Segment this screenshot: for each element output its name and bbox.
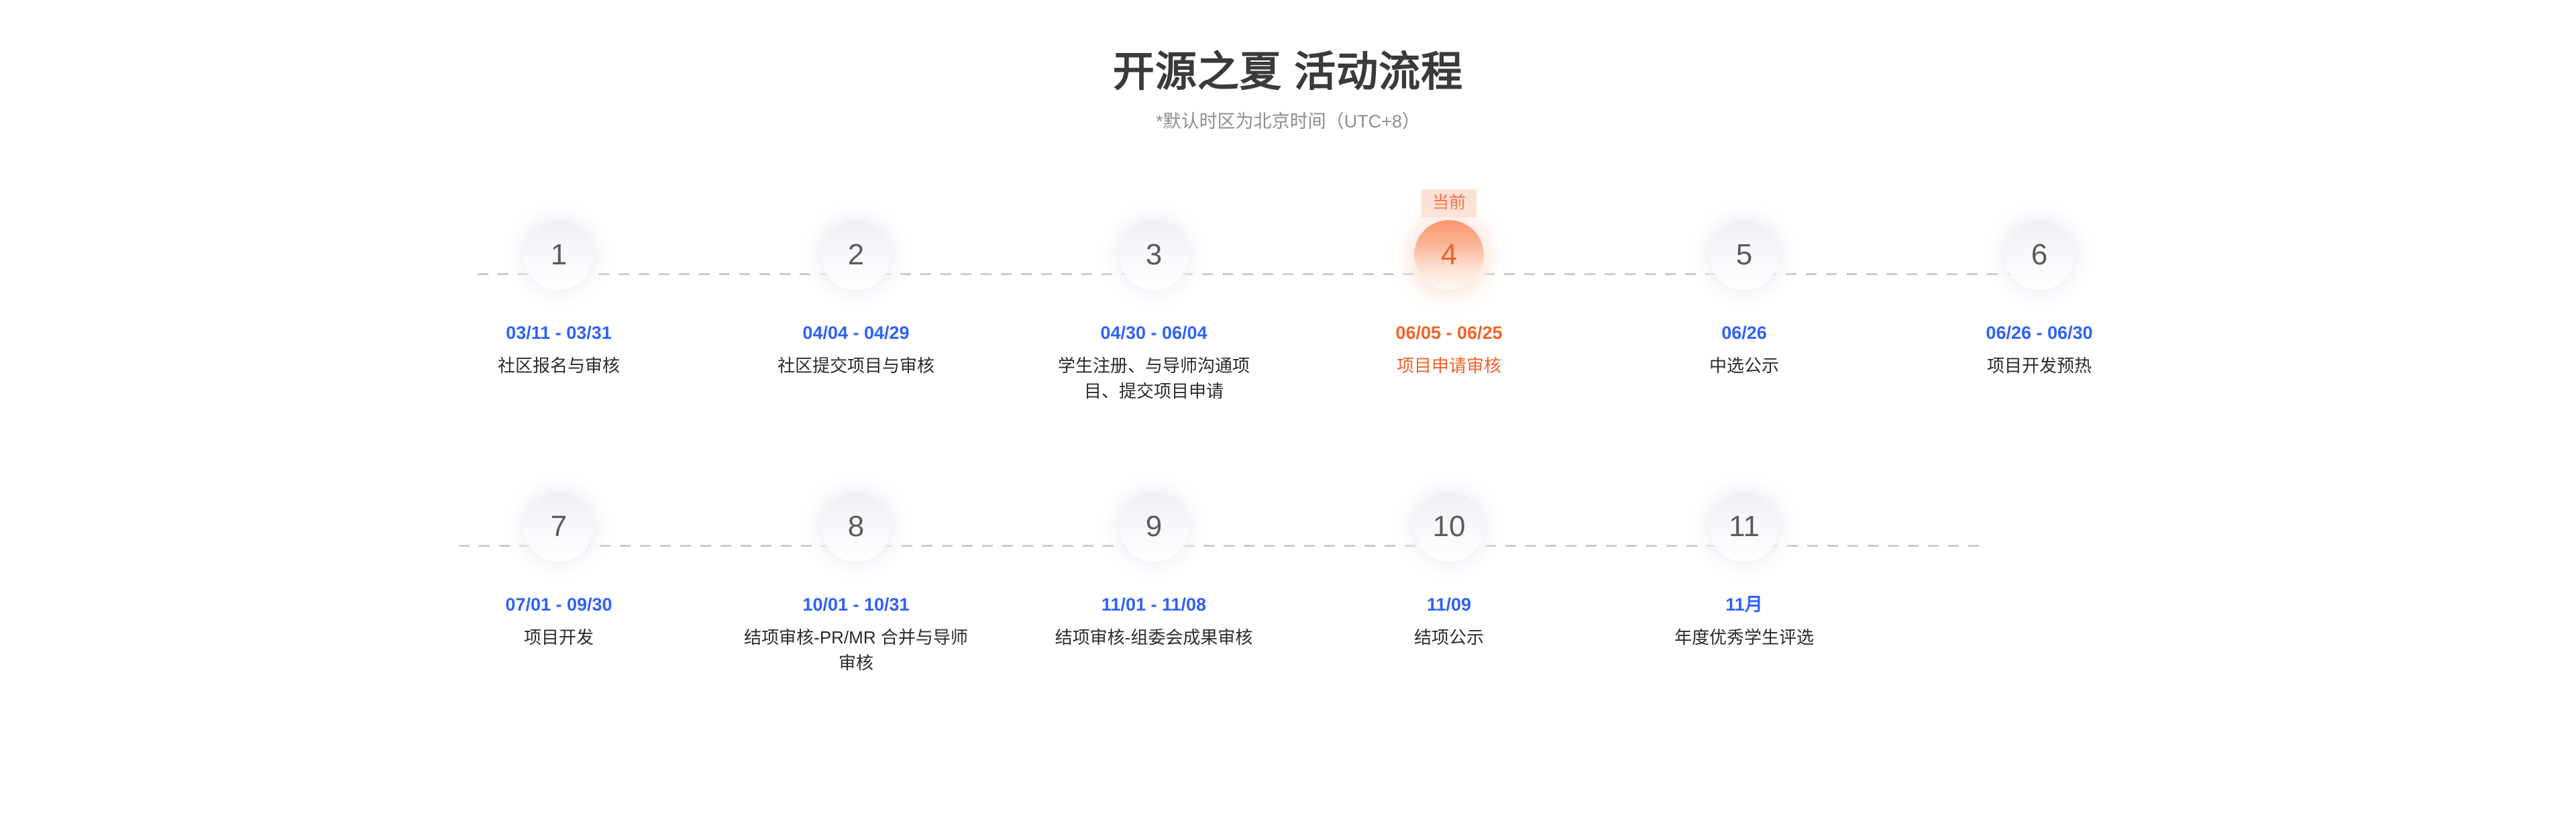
step-number-circle[interactable]: 8	[821, 492, 891, 562]
page-title: 开源之夏 活动流程	[1112, 49, 1464, 95]
current-badge-slot: 当前	[1308, 189, 1590, 217]
current-badge-slot	[1308, 464, 1590, 488]
timeline-step-11[interactable]: 11 11月年度优秀学生评选	[1603, 464, 1885, 650]
current-badge-slot	[715, 192, 997, 216]
page-subtitle: *默认时区为北京时间（UTC+8）	[1156, 111, 1420, 132]
step-date: 10/01 - 10/31	[802, 594, 910, 615]
step-number-circle[interactable]: 7	[524, 492, 594, 562]
timeline-step-1[interactable]: 1 03/11 - 03/31 社区报名与审核	[418, 192, 700, 378]
step-number-circle[interactable]: 10	[1414, 492, 1484, 562]
step-number-circle[interactable]: 2	[821, 220, 891, 290]
timeline-step-6[interactable]: 6 06/26 - 06/30 项目开发预热	[1898, 192, 2180, 378]
step-circle-wrap: 3	[1013, 220, 1295, 309]
step-circle-wrap: 6	[1898, 220, 2180, 309]
current-badge-slot	[1898, 192, 2180, 216]
current-badge-slot	[715, 464, 997, 488]
current-badge-slot	[1013, 192, 1295, 216]
step-label: 项目开发	[523, 627, 594, 647]
timeline-row-2: 7 07/01 - 09/30 项目开发 8 10/01 - 10/31 结项审核-PR/…	[0, 464, 2576, 719]
step-date: 06/26	[1721, 323, 1767, 343]
step-date: 11/01 - 11/08	[1101, 594, 1207, 615]
timeline-connector-line-row-2	[459, 545, 1985, 547]
timeline-row-1: 1 03/11 - 03/31 社区报名与审核 2 04/04 - 04/29 社区提交项…	[0, 189, 2576, 447]
step-label: 社区报名与审核	[497, 356, 620, 376]
page-header: 开源之夏 活动流程 *默认时区为北京时间（UTC+8）	[0, 46, 2576, 134]
step-number-circle[interactable]: 5	[1709, 220, 1779, 290]
step-label: 项目开发预热	[1986, 356, 2092, 376]
timeline-step-9[interactable]: 9 11/01 - 11/08 结项审核-组委会成果审核	[1013, 464, 1295, 650]
step-label: 社区提交项目与审核	[777, 356, 934, 376]
step-date: 03/11 - 03/31	[506, 323, 612, 343]
step-circle-wrap: 7	[418, 492, 700, 580]
step-label: 结项审核-组委会成果审核	[1055, 627, 1253, 647]
step-circle-wrap: 8	[715, 492, 997, 580]
current-badge-slot	[418, 192, 700, 216]
timeline-step-7[interactable]: 7 07/01 - 09/30 项目开发	[418, 464, 700, 650]
step-circle-wrap: 10	[1308, 492, 1590, 580]
step-circle-wrap: 1	[418, 220, 700, 309]
current-badge-slot	[1603, 464, 1885, 488]
step-number-circle[interactable]: 4	[1414, 220, 1484, 290]
step-date: 06/05 - 06/25	[1395, 323, 1503, 343]
step-date: 06/26 - 06/30	[1986, 323, 2093, 343]
current-badge-slot	[1603, 192, 1885, 216]
step-label: 学生注册、与导师沟通项目、提交项目申请	[1057, 356, 1250, 401]
step-label: 年度优秀学生评选	[1674, 627, 1814, 647]
timeline-step-2[interactable]: 2 04/04 - 04/29 社区提交项目与审核	[715, 192, 997, 378]
step-date: 07/01 - 09/30	[505, 594, 612, 615]
timeline-step-8[interactable]: 8 10/01 - 10/31 结项审核-PR/MR 合并与导师审核	[715, 464, 997, 676]
step-date: 11/09	[1426, 594, 1472, 615]
step-number-circle[interactable]: 6	[2004, 220, 2074, 290]
current-step-badge: 当前	[1421, 189, 1477, 217]
current-badge-slot	[418, 464, 700, 488]
timeline-step-4[interactable]: 当前 4 06/05 - 06/25 项目申请审核	[1308, 189, 1590, 378]
step-number-circle[interactable]: 1	[524, 220, 594, 290]
timeline-step-3[interactable]: 3 04/30 - 06/04 学生注册、与导师沟通项目、提交项目申请	[1013, 192, 1295, 404]
step-circle-wrap: 4	[1308, 220, 1590, 309]
step-label: 结项公示	[1413, 627, 1484, 647]
step-circle-wrap: 5	[1603, 220, 1885, 309]
step-label: 中选公示	[1709, 356, 1779, 376]
timeline-step-5[interactable]: 5 06/26 中选公示	[1603, 192, 1885, 378]
step-date: 04/04 - 04/29	[802, 323, 910, 343]
step-date: 04/30 - 06/04	[1100, 323, 1208, 343]
current-badge-slot	[1013, 464, 1295, 488]
step-number-circle[interactable]: 11	[1709, 492, 1779, 562]
step-circle-wrap: 9	[1013, 492, 1295, 580]
step-number-circle[interactable]: 3	[1119, 220, 1189, 290]
step-label: 项目申请审核	[1396, 356, 1501, 376]
timeline-step-10[interactable]: 10 11/09 结项公示	[1308, 464, 1590, 650]
step-label: 结项审核-PR/MR 合并与导师审核	[744, 627, 968, 673]
step-number-circle[interactable]: 9	[1119, 492, 1189, 562]
step-date: 11月	[1725, 594, 1763, 615]
step-circle-wrap: 2	[715, 220, 997, 309]
timeline-connector-line-row-1	[478, 273, 2057, 275]
step-circle-wrap: 11	[1603, 492, 1885, 580]
